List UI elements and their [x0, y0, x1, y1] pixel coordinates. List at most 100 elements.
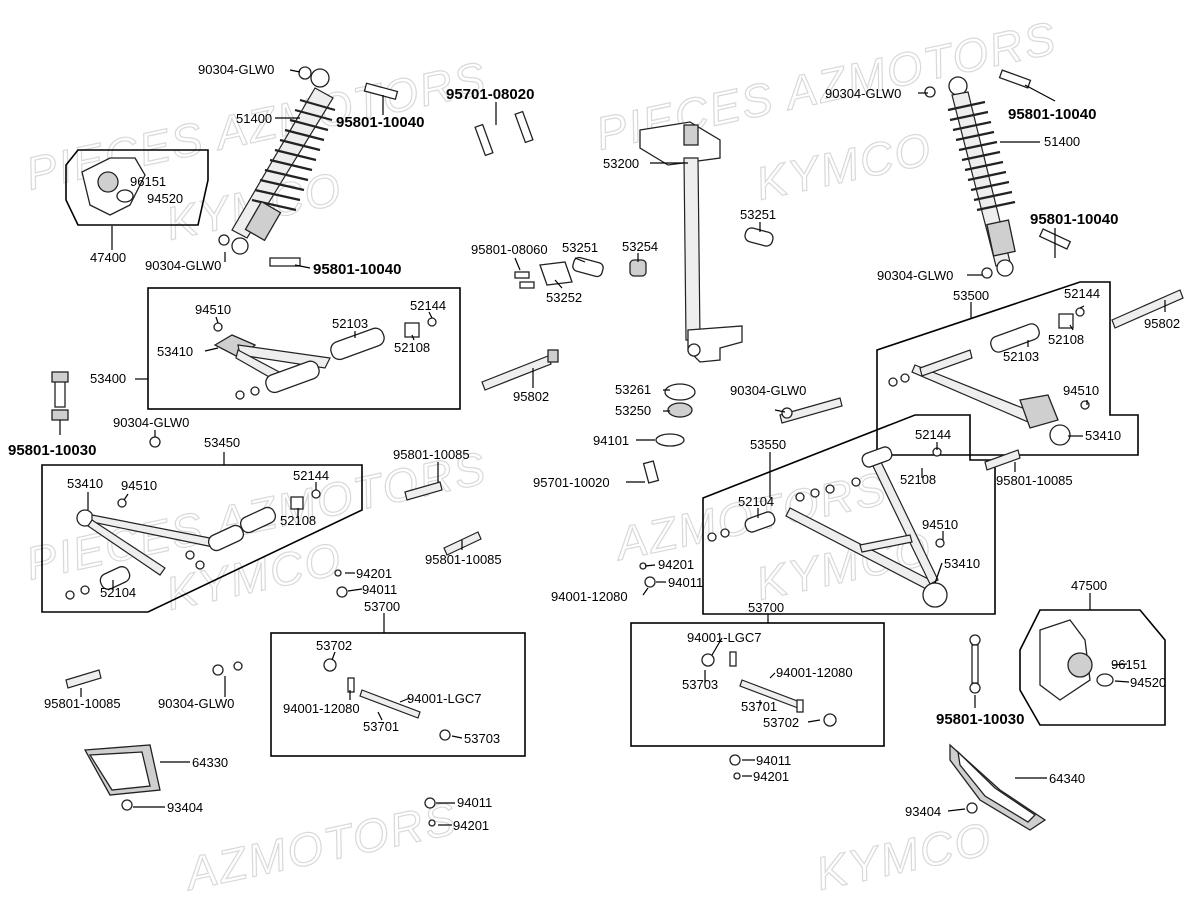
vertical-bolts-left	[51, 371, 482, 689]
part-label: 53410	[1085, 428, 1121, 443]
part-label: 52108	[1048, 332, 1084, 347]
arm-53500-frame	[876, 281, 1139, 456]
part-label: 95701-08020	[446, 86, 534, 103]
part-label: 53702	[316, 638, 352, 653]
part-label: 53254	[622, 239, 658, 254]
arm-53400-frame	[147, 287, 461, 410]
part-label: 94011	[362, 582, 397, 597]
part-label: 94011	[457, 795, 492, 810]
part-label: 93404	[167, 800, 203, 815]
group-frames	[41, 149, 1166, 757]
part-label: 53410	[944, 556, 980, 571]
arm-53550-frame	[702, 414, 996, 615]
part-label: 94510	[121, 478, 157, 493]
part-label: 96151	[1111, 657, 1147, 672]
part-label: 53251	[562, 240, 598, 255]
part-label: 53700	[364, 599, 400, 614]
part-label: 95801-10040	[1008, 106, 1096, 123]
part-label: 53250	[615, 403, 651, 418]
part-label: 90304-GLW0	[113, 415, 189, 430]
part-label: 94510	[1063, 383, 1099, 398]
tie-rod-53700-left-frame	[270, 632, 526, 757]
part-label: 94001-12080	[551, 589, 628, 604]
part-label: 90304-GLW0	[877, 268, 953, 283]
part-label: 94001-12080	[776, 665, 853, 680]
part-label: 53251	[740, 207, 776, 222]
part-label: 94001-12080	[283, 701, 360, 716]
knuckle-parts	[81, 157, 1114, 701]
part-label: 95802	[1144, 316, 1180, 331]
part-label: 52104	[100, 585, 136, 600]
part-label: 53261	[615, 382, 651, 397]
part-label: 94011	[756, 753, 791, 768]
part-label: 52104	[738, 494, 774, 509]
part-label: 53252	[546, 290, 582, 305]
part-label: 52144	[1064, 286, 1100, 301]
part-label: 95801-10085	[996, 473, 1073, 488]
knuckle-47400-frame	[65, 149, 209, 226]
part-label: 53410	[67, 476, 103, 491]
part-label: 53703	[464, 731, 500, 746]
part-label: 94101	[593, 433, 629, 448]
part-label: 53410	[157, 344, 193, 359]
steering-column	[639, 121, 743, 363]
part-label: 64330	[192, 755, 228, 770]
part-label: 90304-GLW0	[825, 86, 901, 101]
part-label: 94520	[1130, 675, 1166, 690]
part-label: 52144	[410, 298, 446, 313]
bracket-parts-center	[514, 227, 774, 484]
skid-plates	[83, 743, 1047, 831]
part-label: 94201	[356, 566, 392, 581]
arm-53450-frame	[41, 464, 363, 613]
part-label: 95801-10085	[393, 447, 470, 462]
watermark-text: KYMCO	[811, 812, 997, 900]
part-label: 51400	[1044, 134, 1080, 149]
tie-rod-parts	[323, 651, 837, 741]
part-label: 90304-GLW0	[730, 383, 806, 398]
shock-absorber-left	[218, 66, 336, 255]
part-label: 93404	[905, 804, 941, 819]
part-label: 53550	[750, 437, 786, 452]
part-label: 52103	[1003, 349, 1039, 364]
upper-arm-left-parts	[213, 317, 437, 400]
part-labels: 90304-GLW0 51400 95801-10040 95701-08020…	[8, 62, 1180, 833]
part-label: 94011	[668, 575, 703, 590]
part-label: 94201	[658, 557, 694, 572]
part-label: 95801-08060	[471, 242, 548, 257]
part-label: 94201	[453, 818, 489, 833]
part-label: 95801-10085	[44, 696, 121, 711]
bolt-group-top	[269, 69, 1072, 267]
leader-lines	[59, 69, 1166, 826]
long-bolt-left	[481, 349, 559, 391]
part-label: 53200	[603, 156, 639, 171]
part-label: 94201	[753, 769, 789, 784]
part-label: 94001-LGC7	[407, 691, 481, 706]
lower-arm-left-parts	[65, 489, 321, 600]
tie-rod-53700-right-frame	[630, 622, 885, 747]
part-label: 52144	[915, 427, 951, 442]
part-label: 52108	[394, 340, 430, 355]
part-label: 94001-LGC7	[687, 630, 761, 645]
part-label: 95801-10030	[8, 442, 96, 459]
part-label: 47500	[1071, 578, 1107, 593]
part-label: 53500	[953, 288, 989, 303]
part-label: 90304-GLW0	[145, 258, 221, 273]
watermark-text: KYMCO	[751, 122, 937, 210]
parts-layer	[51, 66, 1184, 831]
small-fasteners	[149, 436, 981, 827]
part-label: 95802	[513, 389, 549, 404]
part-label: 94510	[922, 517, 958, 532]
part-label: 47400	[90, 250, 126, 265]
shock-absorber-right	[924, 76, 1016, 279]
part-label: 94520	[147, 191, 183, 206]
part-label: 95801-10085	[425, 552, 502, 567]
part-label: 90304-GLW0	[198, 62, 274, 77]
watermark-text: AZMOTORS	[178, 792, 462, 900]
knuckle-47500-frame	[1019, 609, 1166, 726]
part-label: 51400	[236, 111, 272, 126]
part-label: 53702	[763, 715, 799, 730]
part-label: 90304-GLW0	[158, 696, 234, 711]
part-label: 53701	[363, 719, 399, 734]
part-label: 53450	[204, 435, 240, 450]
